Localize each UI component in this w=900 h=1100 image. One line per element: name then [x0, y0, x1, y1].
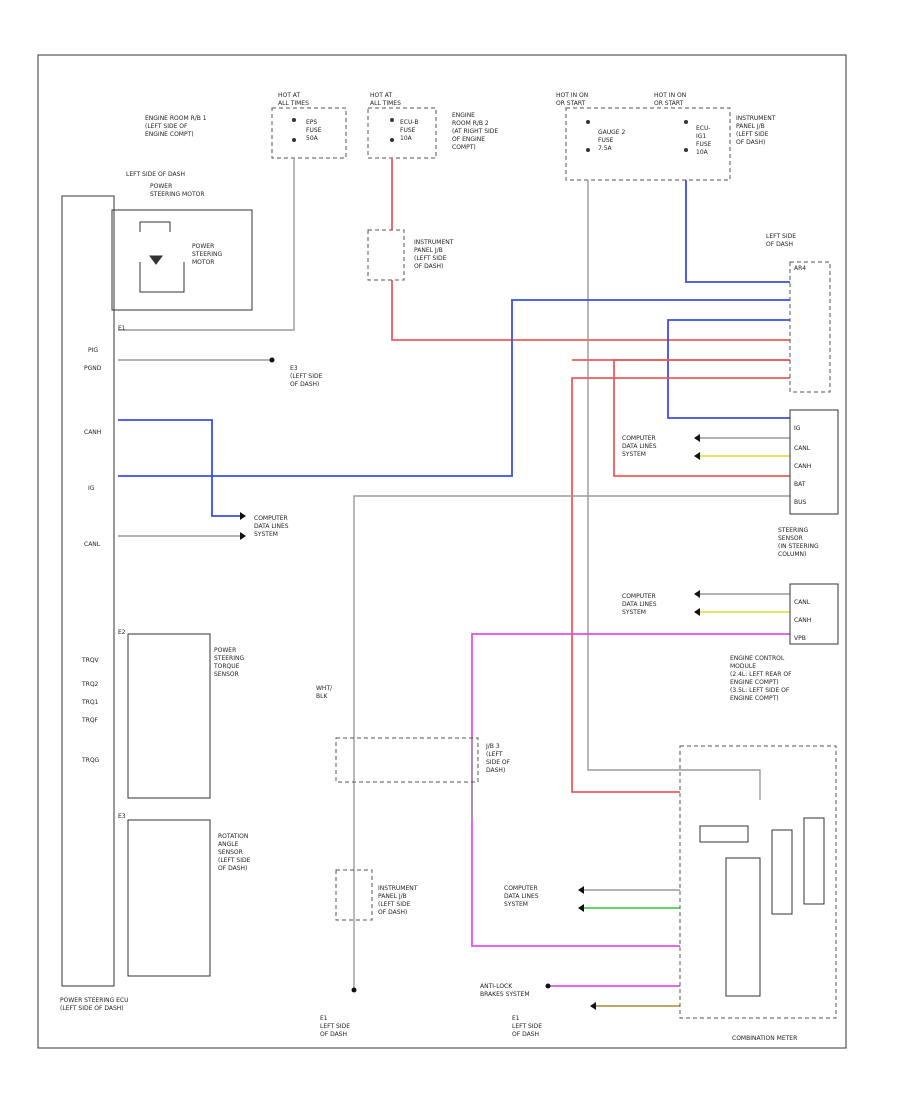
diagram-frame — [37, 54, 847, 1049]
pin-bat: BAT — [794, 481, 806, 488]
pig-label: PIG — [88, 347, 98, 354]
trqf-label: TRQF — [81, 717, 99, 724]
pin-canl: CANL — [794, 445, 811, 452]
wht-blk-label: WHT/BLK — [316, 685, 333, 700]
pin-canl2: CANL — [794, 599, 811, 606]
torque-sensor-box — [127, 633, 211, 799]
ecu-box — [61, 195, 115, 987]
conn-e2-label: E2 — [118, 629, 126, 636]
ecu-footer-label: POWER STEERING ECU(LEFT SIDE OF DASH) — [60, 997, 129, 1012]
ecu-b-fuse-box — [367, 107, 437, 159]
ip-jb-low-box — [335, 869, 373, 921]
rotation-sensor-box — [127, 819, 211, 977]
pin-ig: IG — [794, 425, 801, 432]
trqg-label: TRQG — [81, 757, 100, 764]
ar4-label: AR4 — [794, 265, 806, 272]
pgnd-label: PGND — [84, 365, 102, 372]
motor-icon — [139, 221, 185, 293]
connector-dot-icon — [269, 357, 275, 363]
pin-canh: CANH — [794, 463, 811, 470]
canl-label: CANL — [84, 541, 101, 548]
pin-canh2: CANH — [794, 617, 811, 624]
arrow-icon — [578, 434, 700, 1010]
pin-vpb: VPB — [794, 635, 806, 642]
eps-fuse-box — [271, 107, 347, 159]
wires — [118, 158, 790, 1007]
trq2-label: TRQ2 — [81, 681, 99, 688]
steering-block-box — [789, 409, 839, 515]
conn-e3-label: E3 — [118, 813, 126, 820]
canh-label: CANH — [84, 429, 101, 436]
combination-meter-box — [679, 745, 837, 1019]
ip-jb-mid-box — [367, 229, 405, 281]
ig-label: IG — [88, 485, 95, 492]
trq1-label: TRQ1 — [81, 699, 99, 706]
conn-e1-label: E1 — [118, 325, 126, 332]
trqv-label: TRQV — [81, 657, 100, 664]
fuse-icon — [292, 118, 688, 152]
arrow-icon — [240, 512, 246, 540]
meter-internals — [699, 817, 825, 997]
ar4-connector-box — [789, 261, 831, 393]
motor-box — [111, 209, 253, 311]
left-side-dash-label: LEFT SIDE OF DASH — [126, 171, 185, 178]
combination-meter-label: COMBINATION METER — [732, 1035, 797, 1042]
ecm-pin-box — [789, 583, 839, 645]
pin-bus: BUS — [794, 499, 807, 506]
gauge-fuse-box — [565, 107, 731, 181]
ground-icon — [351, 983, 551, 993]
jb3-box — [335, 737, 479, 783]
